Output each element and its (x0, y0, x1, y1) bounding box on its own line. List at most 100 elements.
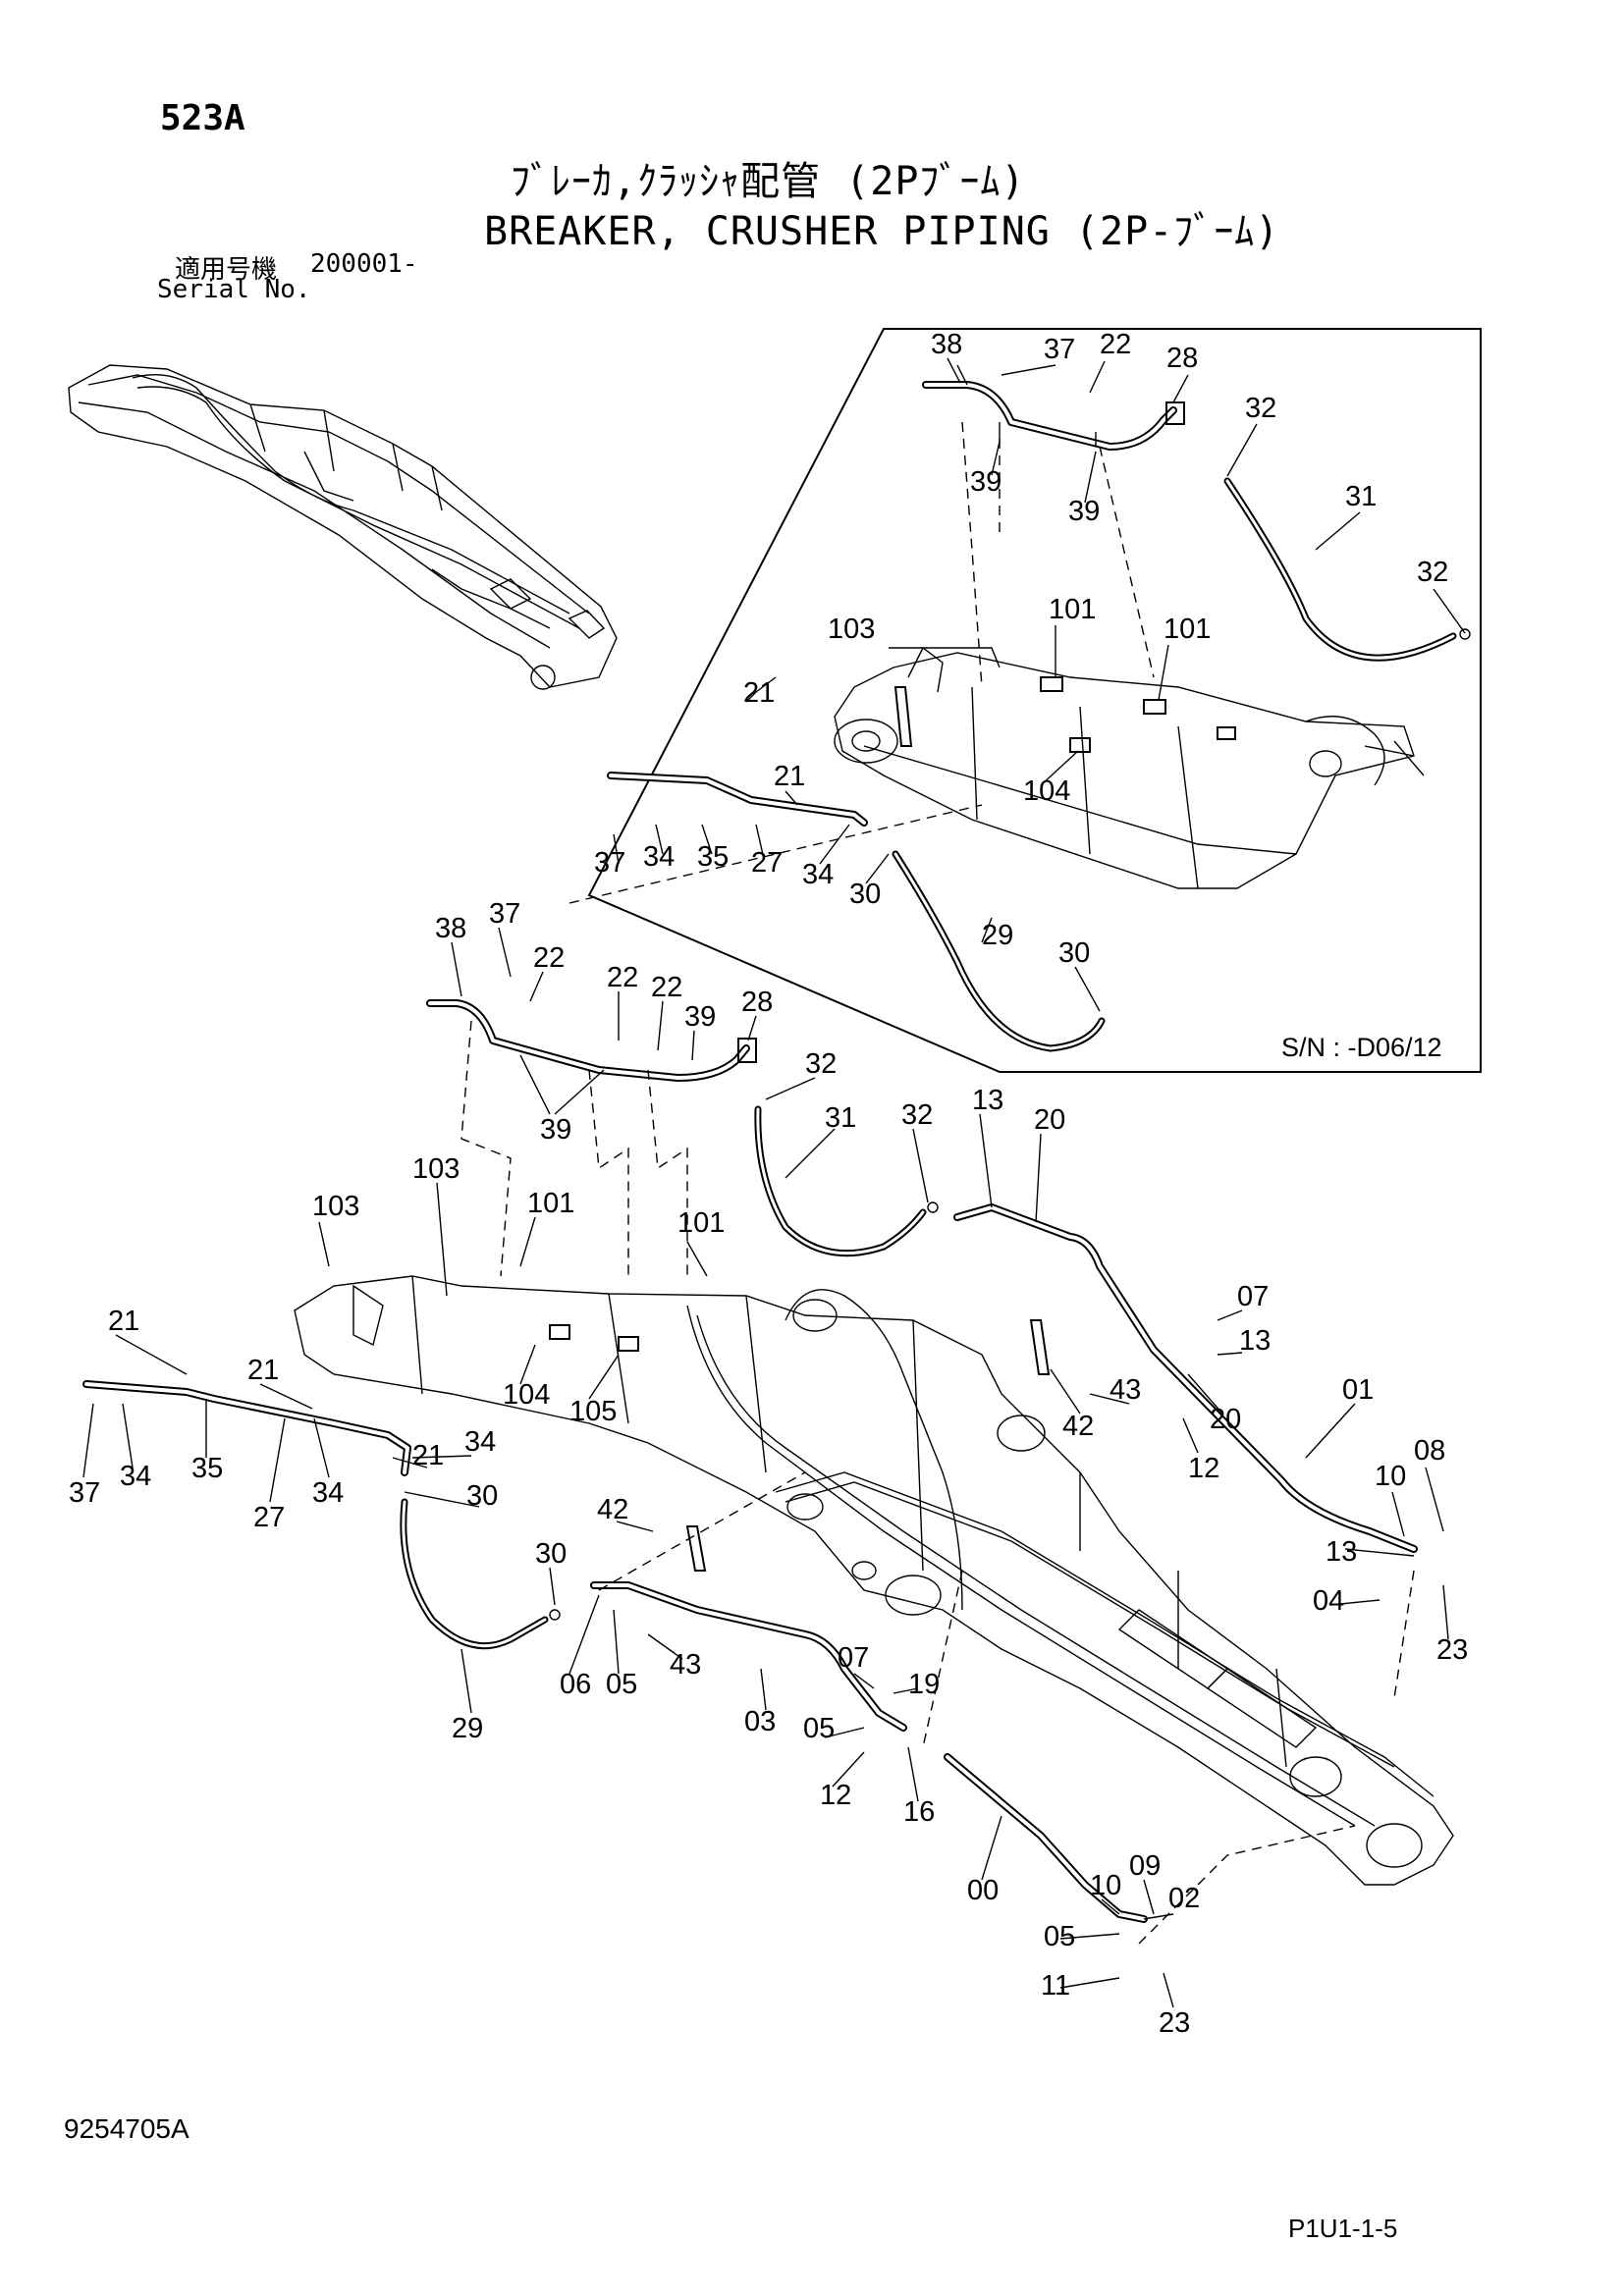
callout-21: 21 (108, 1306, 139, 1337)
callout-42: 42 (1062, 1411, 1094, 1442)
page-number: 523A (160, 98, 245, 138)
callout-104: 104 (503, 1379, 550, 1411)
inset-callout-32: 32 (1417, 557, 1448, 588)
callout-29: 29 (452, 1713, 483, 1744)
callout-00: 00 (967, 1875, 999, 1906)
inset-callout-34: 34 (802, 859, 834, 890)
callout-13: 13 (972, 1085, 1003, 1116)
callout-07: 07 (1237, 1281, 1269, 1312)
callout-12: 12 (1188, 1453, 1219, 1484)
callout-16: 16 (903, 1796, 935, 1828)
callout-34: 34 (464, 1426, 496, 1458)
callout-39: 39 (684, 1001, 716, 1033)
leader-lines (82, 357, 1466, 2008)
callout-34: 34 (312, 1477, 344, 1509)
inset-callout-101: 101 (1049, 594, 1096, 625)
callout-22: 22 (607, 962, 638, 993)
callout-105: 105 (569, 1396, 617, 1427)
callout-38: 38 (435, 913, 466, 944)
callout-03: 03 (744, 1706, 776, 1737)
callout-22: 22 (651, 972, 682, 1003)
callout-20: 20 (1034, 1104, 1065, 1136)
callout-05: 05 (1044, 1921, 1075, 1952)
inset-callout-39: 39 (970, 466, 1001, 498)
inset-callout-28: 28 (1166, 343, 1198, 374)
inset-drawing (568, 364, 1471, 1052)
callout-31: 31 (825, 1102, 856, 1134)
inset-callout-30: 30 (849, 879, 881, 910)
inset-callout-37: 37 (1044, 334, 1075, 365)
serial-value: 200001- (310, 249, 418, 279)
callout-07: 07 (838, 1642, 869, 1674)
callout-19: 19 (908, 1669, 940, 1700)
inset-callout-34: 34 (643, 841, 675, 873)
inset-callout-21: 21 (774, 761, 805, 792)
callout-20: 20 (1210, 1404, 1241, 1435)
document-number: 9254705A (64, 2113, 189, 2144)
inset-callout-39: 39 (1068, 496, 1100, 527)
callout-01: 01 (1342, 1374, 1374, 1406)
callout-28: 28 (741, 987, 773, 1018)
inset-callout-29: 29 (982, 920, 1013, 951)
callout-10: 10 (1375, 1461, 1406, 1492)
callout-10: 10 (1090, 1870, 1121, 1901)
serial-label-japanese: 適用号機 (175, 255, 278, 285)
callout-02: 02 (1168, 1883, 1200, 1914)
inset-callout-22: 22 (1100, 329, 1131, 360)
callout-101: 101 (677, 1207, 725, 1239)
inset-callout-38: 38 (931, 329, 962, 360)
callout-23: 23 (1159, 2007, 1190, 2039)
callout-39: 39 (540, 1114, 571, 1146)
inset-serial-range: S/N : -D06/12 (1281, 1033, 1442, 1062)
callout-05: 05 (606, 1669, 637, 1700)
callout-42: 42 (597, 1494, 628, 1525)
callout-06: 06 (560, 1669, 591, 1700)
callout-35: 35 (191, 1453, 223, 1484)
main-lower-pipes (82, 1380, 1415, 1945)
callout-32: 32 (805, 1048, 837, 1080)
inset-frame (587, 328, 1482, 1073)
callout-13: 13 (1326, 1536, 1357, 1568)
callout-30: 30 (466, 1480, 498, 1512)
title-japanese: ﾌﾞﾚｰｶ,ｸﾗｯｼｬ配管 (2Pﾌﾞｰﾑ) (511, 159, 1026, 204)
callout-09: 09 (1129, 1850, 1161, 1882)
callout-27: 27 (253, 1502, 285, 1533)
title-english: BREAKER, CRUSHER PIPING (2P-ﾌﾞｰﾑ) (484, 209, 1280, 254)
callout-30: 30 (535, 1538, 567, 1570)
callout-23: 23 (1436, 1634, 1468, 1666)
callout-21: 21 (247, 1355, 279, 1386)
inset-callout-32: 32 (1245, 393, 1276, 424)
callout-13: 13 (1239, 1325, 1271, 1357)
callout-103: 103 (412, 1153, 460, 1185)
inset-callout-30: 30 (1058, 937, 1090, 969)
main-upper-pipe (426, 999, 1418, 1553)
callout-04: 04 (1313, 1585, 1344, 1617)
inset-callout-35: 35 (697, 841, 729, 873)
callout-22: 22 (533, 942, 565, 974)
callout-43: 43 (1110, 1374, 1141, 1406)
inset-callout-104: 104 (1023, 775, 1070, 807)
overview-boom-drawing (68, 364, 618, 690)
main-boom-body (294, 1275, 1454, 1886)
inset-callout-103: 103 (828, 614, 875, 645)
callout-08: 08 (1414, 1435, 1445, 1467)
callout-101: 101 (527, 1188, 574, 1219)
callout-21: 21 (412, 1440, 444, 1471)
callout-32: 32 (901, 1099, 933, 1131)
inset-callout-37: 37 (594, 847, 625, 879)
page-code: P1U1-1-5 (1288, 2214, 1398, 2243)
inset-callout-31: 31 (1345, 481, 1377, 512)
main-callouts: 38 37 22 22 22 39 28 32 39 31 32 13 20 1… (69, 898, 1468, 2039)
callout-05: 05 (803, 1713, 835, 1744)
serial-label-english: Serial No. (157, 275, 311, 304)
inset-callout-101: 101 (1164, 614, 1211, 645)
callout-103: 103 (312, 1191, 359, 1222)
inset-callout-27: 27 (751, 847, 783, 879)
callout-12: 12 (820, 1780, 851, 1811)
callout-34: 34 (120, 1461, 151, 1492)
callout-37: 37 (489, 898, 520, 930)
inset-callouts: 38 37 22 28 32 31 39 39 32 103 101 101 2… (594, 329, 1448, 969)
callout-37: 37 (69, 1477, 100, 1509)
callout-11: 11 (1041, 1970, 1070, 2002)
